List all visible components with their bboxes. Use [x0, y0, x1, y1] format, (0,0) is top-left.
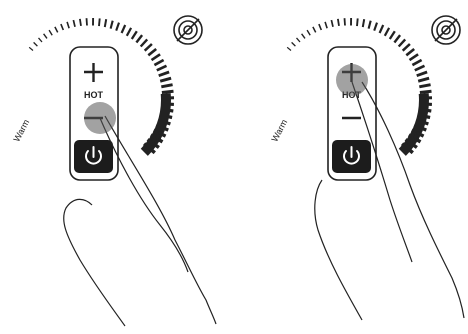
heat-level-tick [291, 41, 296, 47]
heat-level-tick [419, 83, 431, 89]
warm-label: Warm [269, 118, 289, 144]
hot-label: HOT [84, 90, 104, 100]
heat-level-tick [159, 76, 172, 83]
heat-level-tick [393, 34, 402, 44]
power-button[interactable] [332, 140, 371, 173]
heat-level-tick [98, 18, 101, 27]
plus-icon [84, 63, 103, 82]
heat-level-tick [38, 37, 43, 43]
heat-level-tick [286, 46, 292, 51]
heat-level-tick [330, 19, 334, 27]
heat-level-tick [147, 47, 158, 57]
power-icon [343, 146, 360, 165]
heat-level-tick [139, 38, 149, 48]
heat-level-tick [161, 89, 174, 94]
no-heat-symbol-icon [173, 15, 203, 45]
heat-level-tick [150, 53, 161, 62]
heat-level-tick [301, 33, 306, 39]
heat-level-tick [72, 19, 76, 27]
heat-level-tick [343, 18, 346, 26]
heat-level-tick [158, 70, 170, 78]
heat-level-tick [383, 27, 391, 37]
heat-level-tick [161, 83, 173, 89]
plus-button[interactable] [84, 63, 103, 82]
finger-outline [351, 81, 413, 263]
heat-level-tick [378, 24, 385, 34]
no-heat-symbol-icon [431, 15, 461, 45]
warm-label: Warm [11, 118, 31, 144]
heat-level-tick [125, 27, 133, 37]
heat-level-tick [388, 30, 396, 40]
heat-level-high-arc [140, 93, 171, 156]
heat-level-tick [411, 58, 423, 67]
touch-point-indicator [336, 64, 368, 96]
panel-left: HOT Warm High [11, 15, 217, 327]
heat-level-tick [408, 53, 419, 62]
heat-level-tick [156, 64, 168, 72]
heat-level-tick [401, 43, 411, 52]
power-button[interactable] [74, 140, 113, 173]
heat-level-tick [109, 20, 114, 29]
heat-level-tick [416, 70, 428, 78]
heat-level-tick [28, 46, 34, 51]
heat-level-tick [143, 43, 153, 52]
heat-level-tick [296, 37, 301, 43]
heat-level-tick [361, 19, 366, 28]
hand-outline [314, 81, 465, 321]
heat-level-tick [85, 18, 88, 26]
heat-level-tick [312, 26, 317, 33]
heat-level-tick [414, 64, 426, 72]
heat-level-tick [43, 33, 48, 39]
heat-level-tick [356, 18, 359, 27]
heat-level-tick [48, 29, 53, 36]
heat-level-tick [130, 30, 138, 40]
heat-level-tick [153, 58, 165, 67]
touch-point-indicator [84, 102, 116, 134]
heat-level-tick [120, 24, 127, 34]
heat-level-tick [397, 38, 407, 48]
heat-level-tick [79, 18, 82, 27]
panel-right: HOT Warm High [269, 15, 465, 321]
heat-level-tick [405, 47, 416, 57]
heat-level-ring [286, 17, 433, 156]
heat-level-tick [324, 21, 328, 29]
heat-level-tick [135, 34, 144, 44]
heat-level-tick [373, 22, 378, 31]
heat-level-tick [33, 41, 38, 47]
heat-level-tick [60, 23, 65, 31]
heat-level-tick [103, 19, 108, 28]
heat-level-tick [66, 21, 70, 29]
heat-level-tick [417, 76, 430, 83]
power-icon [85, 146, 102, 165]
heat-level-ring [28, 17, 175, 156]
heat-level-high-arc [398, 93, 429, 156]
heat-level-tick [337, 18, 340, 27]
heat-level-tick [367, 20, 372, 29]
heat-level-tick [306, 29, 311, 36]
heat-level-tick [318, 23, 323, 31]
finger-outline [99, 117, 189, 273]
heat-level-tick [419, 89, 432, 94]
heat-level-tick [115, 22, 120, 31]
heat-level-tick [54, 26, 59, 33]
hand-outline [63, 115, 217, 327]
